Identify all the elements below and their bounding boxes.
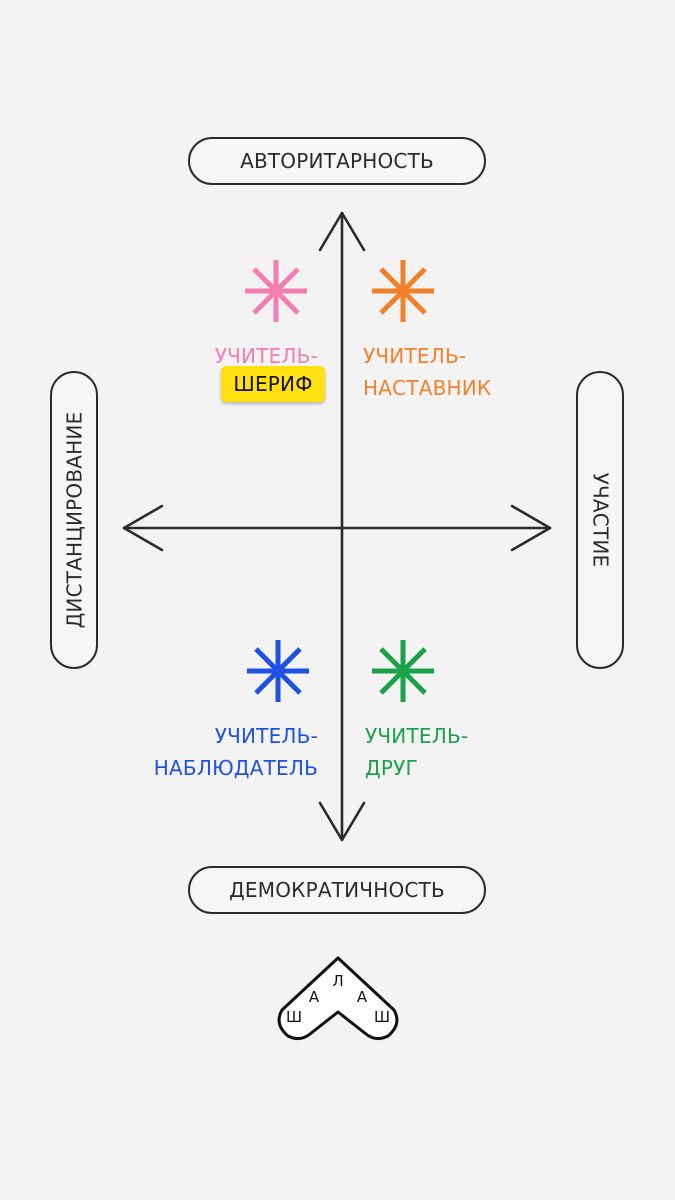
logo-letter: Л: [332, 972, 343, 990]
asterisk-icon: [372, 640, 434, 702]
left-arrow-head: [122, 504, 164, 552]
quadrant-label-line: НАСТАВНИК: [363, 376, 492, 400]
axis-label-right-text: УЧАСТИЕ: [588, 472, 613, 568]
axis-label-left-text: ДИСТАНЦИРОВАНИЕ: [62, 411, 87, 629]
shalash-logo: Ш А Л А Ш: [277, 956, 399, 1041]
axis-label-bottom-text: ДЕМОКРАТИЧНОСТЬ: [229, 878, 445, 902]
quadrant-label-line: УЧИТЕЛЬ-: [214, 344, 318, 368]
logo-letter: А: [309, 988, 320, 1006]
quadrant-label-bottom-left: УЧИТЕЛЬ- НАБЛЮДАТЕЛЬ: [154, 720, 318, 784]
quadrant-label-top-right: УЧИТЕЛЬ- НАСТАВНИК: [363, 340, 491, 404]
quadrant-label-line: УЧИТЕЛЬ-: [365, 724, 469, 748]
axis-label-right: УЧАСТИЕ: [576, 371, 624, 669]
asterisk-icon: [372, 260, 434, 322]
axis-label-left: ДИСТАНЦИРОВАНИЕ: [50, 371, 98, 669]
logo-letter: Ш: [286, 1008, 302, 1026]
sheriff-badge-text: ШЕРИФ: [233, 372, 313, 396]
axis-label-top: АВТОРИТАРНОСТЬ: [188, 137, 486, 185]
quadrant-label-bottom-right: УЧИТЕЛЬ- ДРУГ: [365, 720, 468, 784]
axis-label-top-text: АВТОРИТАРНОСТЬ: [240, 149, 434, 173]
down-arrow-head: [318, 801, 366, 842]
quadrant-label-line: УЧИТЕЛЬ-: [363, 344, 467, 368]
quadrant-label-line: УЧИТЕЛЬ-: [214, 724, 318, 748]
right-arrow-head: [510, 504, 552, 552]
logo-letter: Ш: [374, 1008, 390, 1026]
up-arrow-head: [318, 211, 366, 252]
quadrant-label-line: НАБЛЮДАТЕЛЬ: [153, 756, 318, 780]
axis-label-bottom: ДЕМОКРАТИЧНОСТЬ: [188, 866, 486, 914]
sheriff-highlight-badge: ШЕРИФ: [221, 366, 325, 402]
quadrant-label-top-left: УЧИТЕЛЬ-: [215, 340, 318, 372]
quadrant-label-line: ДРУГ: [365, 756, 418, 780]
asterisk-icon: [247, 640, 309, 702]
asterisk-icon: [245, 260, 307, 322]
logo-letter: А: [357, 988, 368, 1006]
